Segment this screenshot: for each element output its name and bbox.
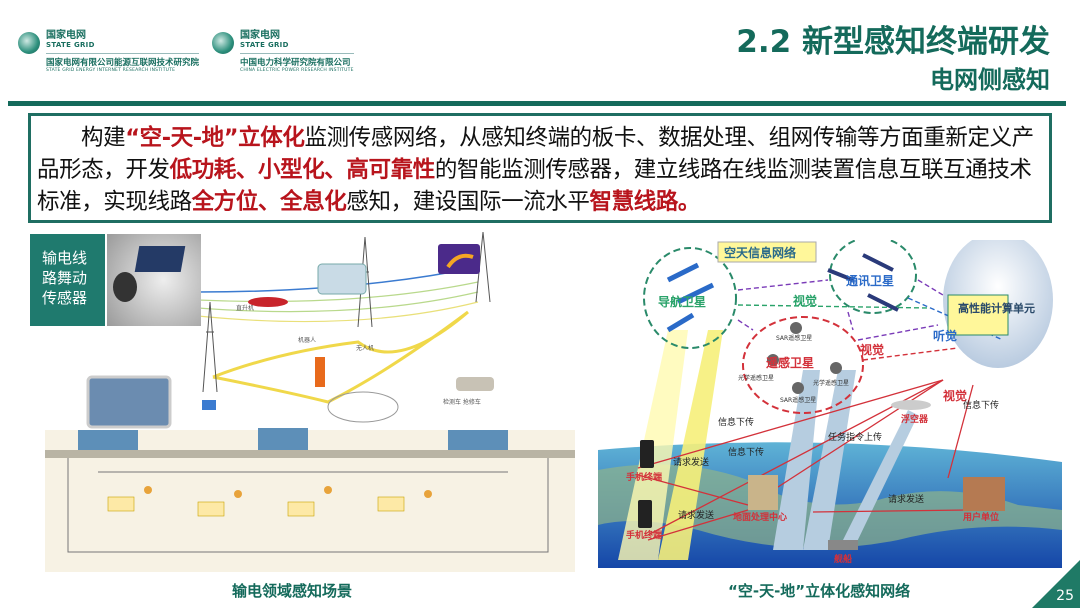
phone-label: 手机终端 <box>626 529 662 541</box>
request-label: 请求发送 <box>673 456 709 468</box>
slide-title: 2.2 新型感知终端研发 <box>736 24 1050 60</box>
ship-label: 舰船 <box>834 553 852 565</box>
network-label: 空天信息网络 <box>724 245 796 260</box>
sar-sat-label: SAR遥感卫星 <box>780 396 816 404</box>
comm-sat-label: 通讯卫星 <box>846 273 894 288</box>
helicopter-label: 直升机 <box>236 304 254 312</box>
remote-sat-label: 遥感卫星 <box>766 355 814 370</box>
cepri-logo: 国家电网 STATE GRID 中国电力科学研究院有限公司 CHINA ELEC… <box>212 30 354 73</box>
sensor-clamp-hole <box>113 272 137 302</box>
highlight-text: “空-天-地”立体化 <box>125 125 305 151</box>
vision-label: 视觉 <box>860 342 884 357</box>
left-figure-caption: 输电领域感知场景 <box>232 582 353 600</box>
highlight-text: 智慧线路。 <box>589 189 701 215</box>
optical-sat-label: 光学遥感卫星 <box>738 374 774 382</box>
page-number: 25 <box>1056 588 1074 604</box>
drone-label: 无人机 <box>356 344 374 352</box>
user-unit-label: 用户单位 <box>962 511 999 523</box>
summary-segment: 感知，建设国际一流水平 <box>346 189 590 215</box>
hearing-label: 听觉 <box>933 328 957 343</box>
galloping-sensor-photo <box>107 234 201 326</box>
globe-icon <box>18 32 40 54</box>
downlink-label: 信息下传 <box>963 399 999 411</box>
summary-segment: 的智能监测传感器，建立线路在线监测装置信息互联互通技术标准，实现线路 <box>37 157 1032 215</box>
globe-icon <box>212 32 234 54</box>
phone-icon <box>638 500 652 528</box>
highlight-text: 全方位、全息化 <box>191 189 347 215</box>
summary-segment: 构建 <box>81 125 126 151</box>
transmission-sensing-scene: 直升机 无人机 机器人 检测车 抢修车 输电线路舞动传感器 <box>28 231 580 572</box>
robot-label: 机器人 <box>298 336 316 344</box>
downlink-label: 信息下传 <box>718 416 754 428</box>
summary-box: 构建“空-天-地”立体化监测传感网络，从感知终端的板卡、数据处理、组网传输等方面… <box>28 113 1052 223</box>
vision-label: 视觉 <box>943 388 967 403</box>
solar-panel <box>134 246 186 272</box>
building-icon <box>748 475 778 510</box>
downlink-label: 信息下传 <box>728 446 764 458</box>
sensor-label-panel: 输电线路舞动传感器 <box>30 234 105 326</box>
page-number-corner <box>1032 560 1080 608</box>
aerostat-icon <box>891 400 931 410</box>
request-label: 请求发送 <box>888 493 924 505</box>
summary-text: 构建“空-天-地”立体化监测传感网络，从感知终端的板卡、数据处理、组网传输等方面… <box>37 122 1045 218</box>
ship-icon <box>828 540 858 550</box>
compute-label: 高性能计算单元 <box>958 301 1035 315</box>
optical-sat-label: 光学遥感卫星 <box>813 379 849 387</box>
summary-segment: 监测传感网络，从感知终端的板卡、数据处理、组网传输等方面重新定义产品形态，开发 <box>37 125 1034 183</box>
building-icon <box>963 477 1005 511</box>
space-air-ground-network-diagram: 空天信息网络 高性能计算单元 导航卫星 通讯卫星 遥感卫星 视觉 视觉 视觉 听… <box>598 232 1062 568</box>
slide-subtitle: 电网侧感知 <box>930 66 1050 94</box>
sensor-label: 输电线路舞动传感器 <box>42 249 88 307</box>
state-grid-energy-internet-logo: 国家电网 STATE GRID 国家电网有限公司能源互联网技术研究院 STATE… <box>18 30 200 73</box>
header-divider <box>8 101 1066 106</box>
uplink-label: 任务指令上传 <box>828 431 882 443</box>
nav-sat-label: 导航卫星 <box>658 294 706 309</box>
ground-center-label: 地面处理中心 <box>733 511 787 523</box>
right-figure-caption: “空-天-地”立体化感知网络 <box>728 582 911 600</box>
aerostat-label: 浮空器 <box>901 413 929 425</box>
sar-sat-label: SAR遥感卫星 <box>776 334 812 342</box>
request-label: 请求发送 <box>678 509 714 521</box>
phone-label: 手机终端 <box>626 471 662 483</box>
highlight-text: 低功耗、小型化、高可靠性 <box>169 157 436 183</box>
vision-label: 视觉 <box>793 293 817 308</box>
vehicle-label: 检测车 抢修车 <box>443 398 481 406</box>
phone-icon <box>640 440 654 468</box>
